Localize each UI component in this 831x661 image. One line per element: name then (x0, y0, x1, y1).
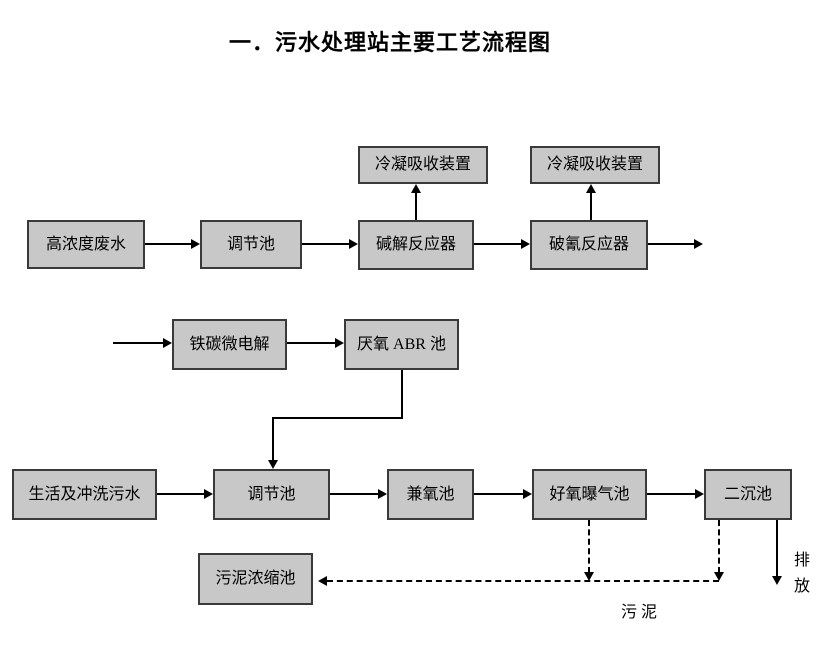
arrow-cyanide-to-condenser-line (590, 193, 592, 220)
arrow-cyanide-outlet-line (648, 243, 695, 245)
dashed-sludge-to-thickener-line (327, 580, 719, 582)
arrow-facultative-to-aerobic-head (523, 489, 532, 499)
node-condensation-absorber-right: 冷凝吸收装置 (530, 146, 660, 184)
node-iron-carbon-micro-electrolysis: 铁碳微电解 (172, 319, 287, 370)
connector-abr-to-regulating-head (268, 460, 278, 469)
connector-abr-down-segment (401, 370, 403, 418)
arrow-regulating-to-facultative-line (330, 493, 378, 495)
node-condensation-absorber-left: 冷凝吸收装置 (358, 146, 488, 184)
dashed-aerobic-sludge-drop-line (588, 520, 590, 573)
arrow-sewage-to-regulating-line (157, 493, 204, 495)
arrow-facultative-to-aerobic-line (474, 493, 523, 495)
dashed-sludge-to-thickener-head (318, 576, 327, 586)
dashed-aerobic-sludge-drop-head (584, 572, 594, 581)
arrow-alkaline-to-cyanide-line (474, 243, 522, 245)
connector-abr-horizontal-segment (272, 417, 403, 419)
node-alkaline-hydrolysis-reactor: 碱解反应器 (358, 220, 474, 270)
node-secondary-sedimentation-tank: 二沉池 (704, 469, 792, 520)
page-title: 一．污水处理站主要工艺流程图 (228, 30, 551, 55)
arrow-inlet-to-ironcarbon-head (163, 338, 172, 348)
arrow-aerobic-to-secondary-head (695, 489, 704, 499)
arrow-regulating-to-alkaline-head (349, 239, 358, 249)
arrow-highwaste-to-regulating-line (145, 243, 192, 245)
node-regulating-tank-bottom: 调节池 (213, 469, 330, 520)
node-anaerobic-abr-tank: 厌氧 ABR 池 (344, 319, 459, 370)
dashed-secondary-sludge-drop-line (718, 520, 720, 573)
arrow-cyanide-outlet-head (694, 239, 703, 249)
arrow-aerobic-to-secondary-line (647, 493, 695, 495)
dashed-secondary-sludge-drop-head (714, 572, 724, 581)
node-aerobic-aeration-tank: 好氧曝气池 (532, 469, 647, 520)
arrow-discharge-line (776, 520, 778, 577)
node-cyanide-breaking-reactor: 破氰反应器 (530, 220, 648, 270)
connector-abr-drop-segment (272, 417, 274, 460)
arrow-alkaline-to-condenser-head (411, 184, 421, 193)
arrow-sewage-to-regulating-head (204, 489, 213, 499)
label-sludge: 污 泥 (621, 604, 658, 621)
arrow-ironcarbon-to-abr-head (335, 338, 344, 348)
node-domestic-and-flushing-sewage: 生活及冲洗污水 (12, 469, 157, 520)
node-facultative-tank: 兼氧池 (387, 469, 474, 520)
arrow-discharge-head (772, 576, 782, 585)
node-regulating-tank-top: 调节池 (200, 220, 302, 269)
arrow-highwaste-to-regulating-head (191, 239, 200, 249)
arrow-ironcarbon-to-abr-line (287, 342, 335, 344)
arrow-regulating-to-facultative-head (378, 489, 387, 499)
arrow-alkaline-to-condenser-line (415, 193, 417, 220)
label-discharge: 排放 (793, 552, 810, 595)
arrow-alkaline-to-cyanide-head (521, 239, 530, 249)
arrow-cyanide-to-condenser-head (586, 184, 596, 193)
arrow-inlet-to-ironcarbon-line (113, 342, 163, 344)
arrow-regulating-to-alkaline-line (302, 243, 350, 245)
node-sludge-thickening-tank: 污泥浓缩池 (198, 553, 313, 605)
node-high-concentration-wastewater: 高浓度废水 (27, 220, 145, 269)
